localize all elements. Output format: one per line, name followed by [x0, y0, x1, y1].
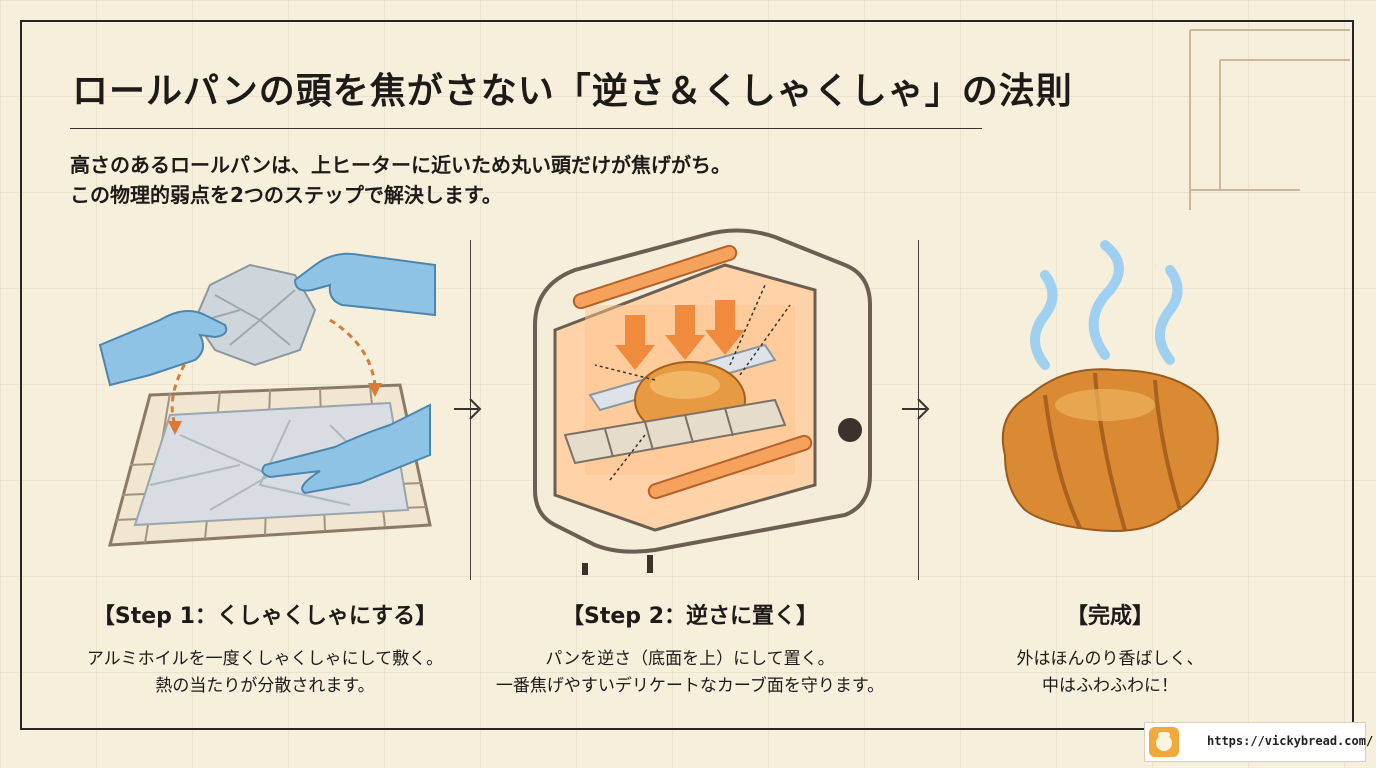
step1-desc-line-2: 熱の当たりが分散されます。 — [155, 676, 375, 696]
step1-illustration — [98, 252, 436, 547]
glove-left-icon — [98, 310, 228, 387]
content-frame — [20, 20, 1354, 730]
chevron-right-icon — [454, 398, 482, 420]
step3-desc-line-2: 中はふわふわに！ — [1042, 676, 1178, 696]
glove-right-icon — [293, 252, 436, 317]
step3-description: 外はほんのり香ばしく、 中はふわふわに！ — [990, 646, 1230, 700]
step2-desc-line-1: パンを逆さ（底面を上）にして置く。 — [545, 649, 835, 669]
step1-desc-line-1: アルミホイルを一度くしゃくしゃにして敷く。 — [86, 649, 444, 669]
bakery-logo-icon — [1149, 727, 1179, 757]
page-title: ロールパンの頭を焦がさない「逆さ＆くしゃくしゃ」の法則 — [72, 71, 1073, 112]
crumple-arrows — [170, 318, 377, 426]
site-url-link[interactable]: https://vickybread.com/ — [1207, 734, 1374, 748]
title-divider — [70, 128, 982, 129]
step1-title: 【Step 1：くしゃくしゃにする】 — [92, 604, 438, 629]
intro-line-1: 高さのあるロールパンは、上ヒーターに近いため丸い頭だけが焦げがち。 — [70, 153, 731, 177]
step3-desc-line-1: 外はほんのり香ばしく、 — [1016, 649, 1204, 669]
intro-text: 高さのあるロールパンは、上ヒーターに近いため丸い頭だけが焦げがち。 この物理的弱… — [70, 150, 731, 210]
step2-desc-line-2: 一番焦げやすいデリケートなカーブ面を守ります。 — [495, 676, 885, 696]
step2-title: 【Step 2：逆さに置く】 — [562, 604, 818, 629]
step2-illustration — [533, 228, 872, 575]
bread-roll-icon — [1001, 368, 1219, 532]
heat-deflection-arrows — [594, 284, 791, 481]
step3-title: 【完成】 — [1065, 604, 1154, 629]
intro-line-2: この物理的弱点を2つのステップで解決します。 — [70, 183, 502, 207]
step1-description: アルミホイルを一度くしゃくしゃにして敷く。 熱の当たりが分散されます。 — [65, 646, 465, 700]
chevron-right-icon — [902, 398, 930, 420]
step2-description: パンを逆さ（底面を上）にして置く。 一番焦げやすいデリケートなカーブ面を守ります… — [470, 646, 910, 700]
heater-elements — [572, 244, 813, 500]
heat-arrows — [615, 300, 745, 370]
footer-badge[interactable]: https://vickybread.com/ — [1144, 722, 1373, 762]
blueprint-decoration — [1189, 29, 1350, 210]
finished-bread-illustration — [1001, 240, 1219, 532]
oven-rack — [563, 398, 787, 465]
glove-pressing-icon — [261, 403, 431, 495]
steam-icon — [1030, 240, 1183, 370]
